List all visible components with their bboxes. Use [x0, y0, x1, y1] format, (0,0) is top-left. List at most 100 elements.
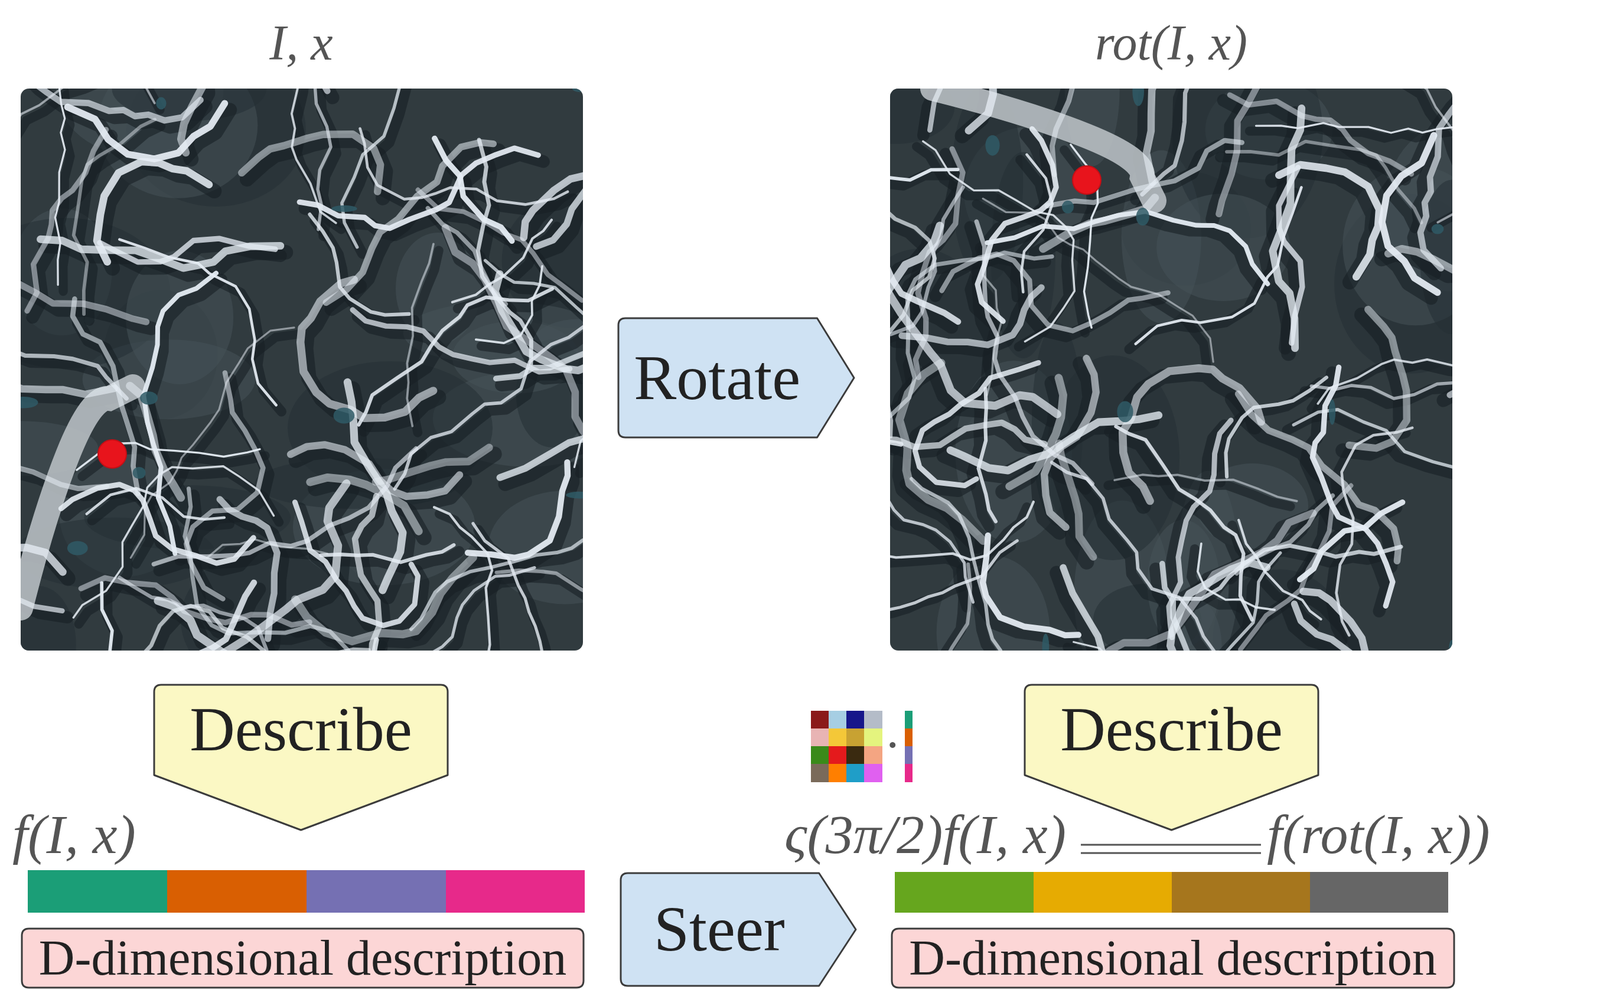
- snow-ridge: [1066, 513, 1313, 651]
- node-text: D-dimensional description: [38, 930, 567, 988]
- snow-ridge: [976, 221, 1093, 484]
- snow-ridge: [1229, 95, 1412, 175]
- terrain: [20, 88, 583, 651]
- snow-ridge: [1312, 367, 1393, 606]
- snow-ridge: [1176, 545, 1401, 599]
- lake: [1136, 207, 1150, 226]
- describe-arrow-shape: [154, 685, 448, 831]
- snow-ridge: [20, 88, 201, 121]
- ridge-shadow: [969, 226, 1086, 490]
- matrix-cell: [864, 764, 883, 783]
- steer-arrow: Steer: [619, 872, 857, 988]
- lake: [67, 541, 89, 556]
- terrain: [890, 88, 1453, 651]
- rotate-arrow: Rotate: [617, 317, 856, 439]
- snow-ridge: [1420, 88, 1453, 269]
- snow-ridge: [314, 88, 350, 91]
- snow-ridge: [1115, 426, 1252, 621]
- lake: [565, 491, 583, 500]
- snow-ridge: [890, 541, 1018, 614]
- image-title: I, x: [269, 13, 333, 74]
- snow-ridge: [129, 386, 181, 498]
- snow-ridge: [523, 88, 583, 238]
- snow-ridge: [310, 477, 419, 532]
- text-area: Describe: [1023, 683, 1320, 776]
- matrix-cell: [864, 746, 883, 765]
- snow-ridge: [27, 129, 107, 312]
- lake: [1116, 401, 1133, 423]
- snow-ridge: [300, 279, 434, 419]
- lake: [572, 88, 583, 93]
- node-text: Steer: [653, 893, 785, 967]
- lake: [1448, 640, 1453, 651]
- snow-ridge: [942, 253, 1169, 331]
- lake: [985, 135, 1000, 156]
- snow-ridge: [890, 169, 958, 206]
- snow-ridge: [320, 545, 454, 563]
- matrix-cell: [810, 711, 829, 729]
- snow-ridge: [968, 88, 1013, 131]
- ridge-shadow: [158, 455, 422, 572]
- snow-ridge: [1122, 368, 1262, 502]
- matrix-cell: [828, 711, 847, 729]
- matrix-cell: [828, 746, 847, 765]
- lake: [1328, 399, 1336, 425]
- snow-ridge: [473, 523, 546, 651]
- snow-ridge: [101, 582, 138, 651]
- matrix-cell: [810, 746, 829, 765]
- vector-cell: [904, 728, 913, 747]
- snow-ridge: [536, 138, 583, 247]
- snow-ridge: [153, 448, 416, 565]
- vector-cell: [904, 711, 913, 729]
- snow-ridge: [1226, 141, 1422, 224]
- vector-cell: [904, 764, 913, 783]
- ridge-shadow: [529, 88, 583, 244]
- snow-ridge: [1009, 377, 1064, 487]
- description-box-shape: [891, 929, 1455, 989]
- snow-ridge: [890, 208, 958, 322]
- lake: [139, 391, 158, 405]
- snow-ridge: [427, 568, 535, 652]
- snow-ridge: [181, 88, 289, 153]
- snow-ridge: [352, 310, 570, 373]
- snow-ridge: [1063, 567, 1120, 651]
- descriptor-formula: f(rot(I, x)): [1266, 801, 1491, 869]
- matrix-cell: [864, 728, 883, 747]
- descriptor-bar: [27, 870, 585, 914]
- lake: [333, 407, 355, 424]
- snow-ridge: [890, 252, 1052, 420]
- snow-ridge: [978, 388, 996, 522]
- lake: [155, 97, 166, 110]
- snow-ridge: [140, 582, 254, 651]
- text-area: Steer: [619, 872, 820, 988]
- matrix-cell: [810, 728, 829, 747]
- snow-ridge: [406, 243, 434, 427]
- snow-ridge: [394, 318, 583, 490]
- matrix-cell: [828, 764, 847, 783]
- snow-ridge: [299, 148, 539, 229]
- text-area: Rotate: [617, 317, 818, 439]
- snow-ridge: [20, 88, 65, 286]
- lake: [1431, 223, 1445, 234]
- lake: [1061, 200, 1074, 214]
- snow-ridge: [1142, 88, 1197, 195]
- snow-ridge: [1317, 359, 1453, 404]
- lake: [132, 467, 146, 479]
- snow-ridge: [1114, 474, 1298, 502]
- snow-ridge: [1168, 420, 1231, 638]
- bar-segment: [894, 872, 1034, 914]
- node-text: Describe: [1060, 693, 1283, 767]
- snow-ridge: [914, 362, 1039, 486]
- ridge-shadow: [1249, 88, 1453, 139]
- snow-ridge: [20, 344, 127, 399]
- keypoint-dot: [1072, 165, 1101, 195]
- bar-segment: [1310, 872, 1449, 914]
- snow-ridge: [982, 535, 1079, 636]
- snow-ridge: [929, 88, 1041, 130]
- snow-ridge: [1449, 382, 1453, 418]
- snow-ridge: [1294, 604, 1403, 651]
- image-title: rot(I, x): [1095, 13, 1248, 74]
- bar-segment: [1171, 872, 1311, 914]
- snow-ridge: [119, 577, 288, 651]
